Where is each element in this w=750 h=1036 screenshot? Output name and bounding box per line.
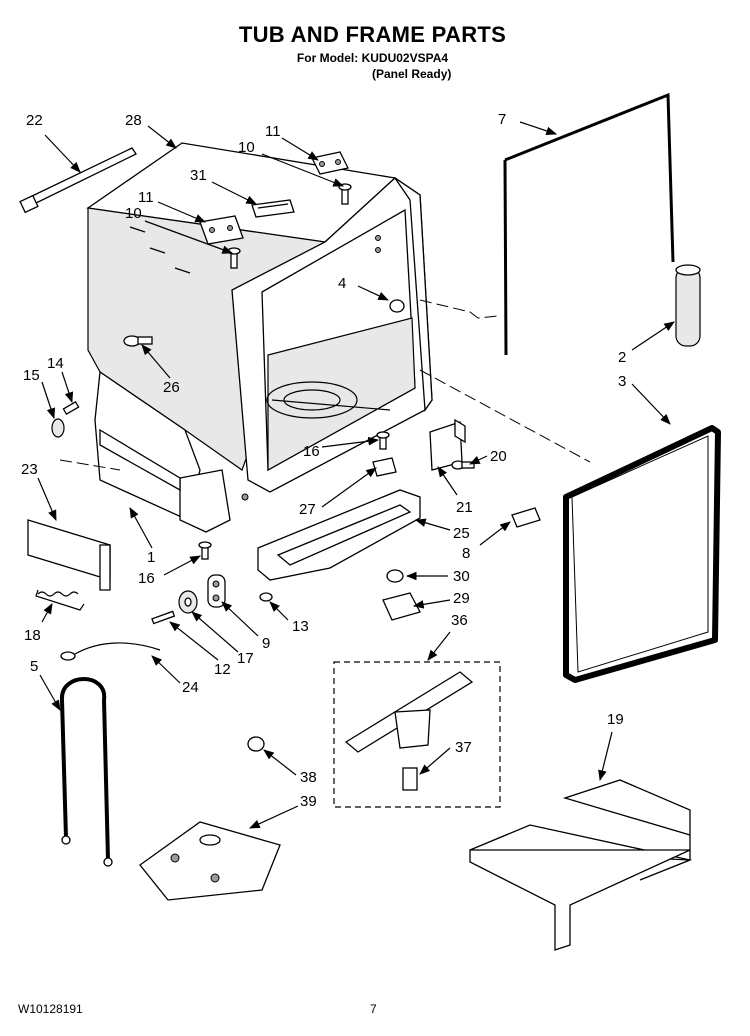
callout-9: 9 bbox=[262, 635, 270, 652]
screw-16-right bbox=[376, 431, 390, 450]
spring-18 bbox=[35, 589, 85, 611]
callout-19: 19 bbox=[607, 711, 624, 728]
bracket-29 bbox=[382, 592, 421, 621]
ring-38 bbox=[247, 736, 265, 752]
variant-line: (Panel Ready) bbox=[372, 67, 452, 81]
clip-27 bbox=[372, 457, 397, 477]
callout-31: 31 bbox=[190, 167, 207, 184]
nut-13 bbox=[259, 592, 273, 602]
callout-27: 27 bbox=[299, 501, 316, 518]
callout-labels: 22 28 11 10 31 11 10 7 4 14 15 26 2 3 23… bbox=[21, 111, 626, 810]
page-number: 7 bbox=[370, 1002, 377, 1016]
plug bbox=[389, 299, 405, 313]
screw-12 bbox=[151, 610, 176, 625]
connector-8 bbox=[511, 507, 541, 528]
callout-8: 8 bbox=[462, 545, 470, 562]
callout-22: 22 bbox=[26, 112, 43, 129]
callout-11-lower: 11 bbox=[138, 189, 154, 206]
bag-39 bbox=[139, 821, 281, 901]
bracket-9 bbox=[207, 574, 226, 608]
heating-element-5 bbox=[59, 677, 113, 867]
screw-20 bbox=[451, 460, 475, 470]
leader-lines bbox=[37, 121, 675, 829]
kit-36-box bbox=[333, 661, 501, 808]
screw-14 bbox=[62, 401, 80, 415]
page-title: TUB AND FRAME PARTS bbox=[238, 22, 507, 47]
model-line: For Model: KUDU02VSPA4 bbox=[296, 51, 449, 65]
cable-tie bbox=[19, 147, 137, 214]
dash-line-left bbox=[59, 459, 121, 471]
adapter-37 bbox=[402, 767, 418, 791]
hinge-bracket-lower bbox=[199, 215, 244, 245]
hinge-bracket-upper bbox=[311, 151, 349, 175]
callout-1: 1 bbox=[147, 549, 155, 566]
tub-assembly bbox=[86, 142, 433, 533]
wheel-17 bbox=[178, 590, 198, 614]
callout-7: 7 bbox=[498, 111, 506, 128]
callout-16-right: 16 bbox=[303, 443, 320, 460]
document-number: W10128191 bbox=[18, 1002, 83, 1016]
dash-line-gasket-lower bbox=[419, 369, 591, 463]
tub-gasket bbox=[563, 425, 721, 683]
callout-10-upper: 10 bbox=[238, 139, 255, 156]
callout-39: 39 bbox=[300, 793, 317, 810]
callout-38: 38 bbox=[300, 769, 317, 786]
callout-14: 14 bbox=[47, 355, 64, 372]
callout-16-left: 16 bbox=[138, 570, 155, 587]
spray-arm-36 bbox=[344, 671, 474, 753]
callout-21: 21 bbox=[456, 499, 473, 516]
callout-36: 36 bbox=[451, 612, 468, 629]
callout-20: 20 bbox=[490, 448, 507, 465]
callout-4: 4 bbox=[338, 275, 346, 292]
door-gasket-top bbox=[503, 92, 675, 356]
dash-line-gasket bbox=[419, 299, 499, 319]
screw-16-left bbox=[198, 541, 212, 560]
callout-17: 17 bbox=[237, 650, 254, 667]
clip-31 bbox=[251, 199, 295, 218]
callout-10-lower: 10 bbox=[125, 205, 142, 222]
callout-13: 13 bbox=[292, 618, 309, 635]
callout-29: 29 bbox=[453, 590, 470, 607]
tube-insulation bbox=[675, 264, 701, 347]
washer-15 bbox=[51, 418, 65, 438]
switch-30 bbox=[386, 569, 404, 583]
callout-37: 37 bbox=[455, 739, 472, 756]
callout-5: 5 bbox=[30, 658, 38, 675]
callout-3: 3 bbox=[618, 373, 626, 390]
panel-23 bbox=[27, 519, 111, 591]
callout-2: 2 bbox=[618, 349, 626, 366]
callout-23: 23 bbox=[21, 461, 38, 478]
panel-19 bbox=[469, 779, 693, 951]
callout-12: 12 bbox=[214, 661, 231, 678]
callout-24: 24 bbox=[182, 679, 199, 696]
push-rivet bbox=[123, 335, 153, 347]
callout-25: 25 bbox=[453, 525, 470, 542]
callout-15: 15 bbox=[23, 367, 40, 384]
callout-18: 18 bbox=[24, 627, 41, 644]
callout-11-upper: 11 bbox=[265, 123, 281, 140]
callout-28: 28 bbox=[125, 112, 142, 129]
cord-24 bbox=[60, 642, 161, 661]
callout-30: 30 bbox=[453, 568, 470, 585]
callout-26: 26 bbox=[163, 379, 180, 396]
plate-25 bbox=[257, 489, 421, 581]
